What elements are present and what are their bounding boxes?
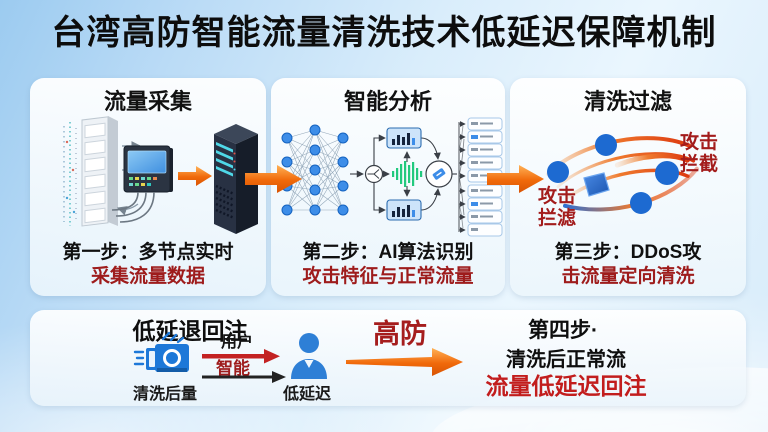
step-three-caption: 第三步：DDoS攻 击流量定向清洗 — [510, 241, 746, 290]
server-rack-icon — [81, 116, 118, 227]
step-four-title: 第四步· — [528, 319, 598, 342]
step-one-line1: 第一步：多节点实时 — [62, 241, 234, 263]
panel-intelligent-analysis: 智能分析 — [271, 78, 505, 296]
data-dots-icon — [63, 122, 77, 226]
result-list-icon — [458, 117, 503, 237]
step-three-line1: 第三步：DDoS攻 — [554, 241, 702, 263]
packet-cube-icon — [583, 172, 610, 197]
high-defense-label: 高防 — [373, 319, 427, 349]
intelligent-analysis-graphic — [281, 117, 503, 237]
step-one-line2: 采集流量数据 — [90, 266, 205, 288]
bottom-panel-reinjection: 低延退回注 清洗后量 用户 智能 低延迟 — [30, 310, 746, 406]
attack-dots-icon — [547, 134, 679, 214]
panel-clean-filter-header: 清洗过滤 — [583, 89, 672, 114]
page-title: 台湾高防智能流量清洗技术低延迟保障机制 — [51, 14, 717, 52]
step-four-line1: 清洗后正常流 — [506, 349, 626, 371]
traffic-collection-graphic — [63, 116, 258, 234]
user-label: 用户 — [220, 334, 254, 351]
camera-icon — [133, 331, 189, 372]
step-four-line2: 流量低延迟回注 — [485, 373, 647, 399]
attack-intercept-right-label: 攻击拦截 — [680, 132, 719, 175]
splitter-icon — [364, 164, 384, 184]
reinjection-title: 低延退回注 — [132, 318, 248, 344]
classifier-icon — [425, 160, 453, 188]
panel-traffic-collection: 流量采集 — [30, 78, 266, 296]
step-two-line2: 攻击特征与正常流量 — [302, 266, 474, 288]
panel-clean-filter: 清洗过滤 — [510, 78, 746, 296]
arrow-analyze-to-clean-icon — [487, 165, 544, 193]
user-person-icon — [291, 333, 327, 379]
black-arrow-icon — [202, 371, 286, 383]
monitor-cables — [111, 191, 155, 223]
monitor-device-icon — [111, 145, 173, 223]
clean-filter-graphic — [545, 134, 699, 214]
detector-box-bottom-icon — [386, 199, 422, 221]
panel-traffic-collection-header: 流量采集 — [103, 89, 192, 114]
detector-box-top-icon — [386, 127, 422, 149]
cleaned-traffic-label: 清洗后量 — [132, 386, 198, 403]
server-tower-icon — [214, 124, 258, 234]
motion-lines — [133, 331, 185, 366]
attack-intercept-left-label: 攻击拦滤 — [538, 186, 577, 229]
collect-to-server-arrow-icon — [178, 166, 212, 186]
low-latency-label: 低延迟 — [282, 386, 332, 403]
panel-intelligent-analysis-header: 智能分析 — [343, 89, 432, 114]
step-one-caption: 第一步：多节点实时 采集流量数据 — [30, 241, 266, 290]
smart-label: 智能 — [216, 359, 250, 378]
big-orange-arrow-icon — [346, 348, 463, 376]
red-arrow-icon — [202, 349, 280, 364]
step-three-line2: 击流量定向清洗 — [561, 266, 695, 288]
analysis-pipeline — [350, 134, 457, 214]
waveform-icon — [392, 161, 423, 187]
arrow-collect-to-analyze-icon — [245, 165, 302, 193]
step-two-caption: 第二步：AI算法识别 攻击特征与正常流量 — [271, 241, 505, 290]
step-two-line1: 第二步：AI算法识别 — [302, 241, 474, 263]
